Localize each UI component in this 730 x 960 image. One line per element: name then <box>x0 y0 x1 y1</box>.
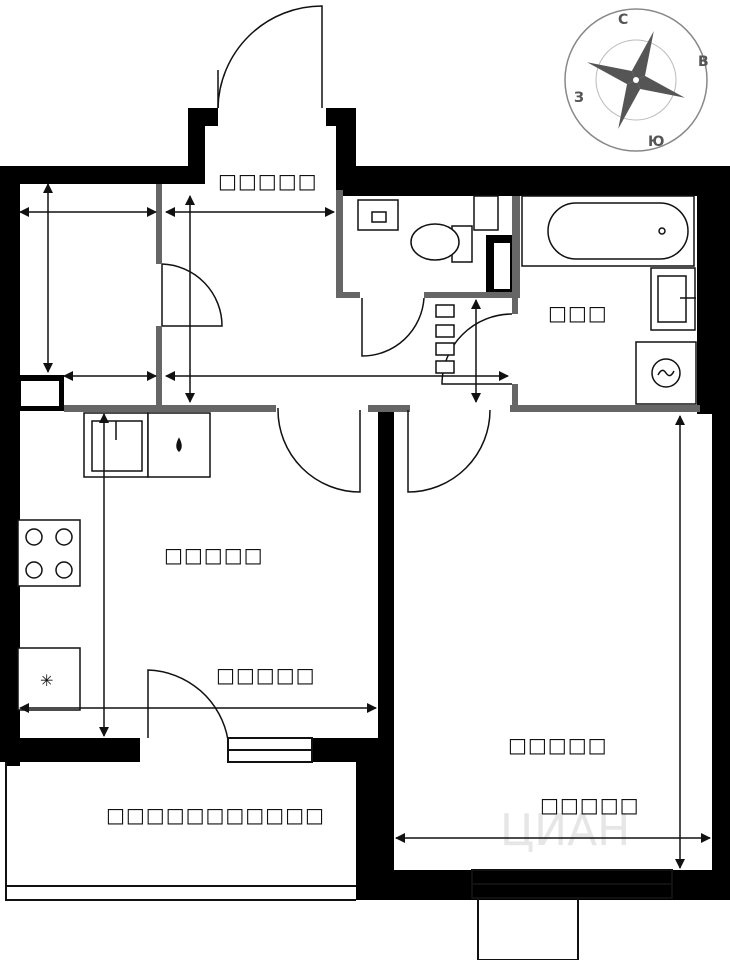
compass-west: З <box>574 90 584 106</box>
kitchen-size-label: □□□□□ <box>216 663 315 687</box>
kitchen-label: □□□□□ <box>164 543 263 567</box>
compass-north: С <box>618 12 628 28</box>
compass-south: Ю <box>648 134 664 150</box>
compass-rose: С В Ю З <box>564 8 709 152</box>
interior-walls <box>64 184 700 412</box>
balcony-label: □□□□□□□□□□□ <box>106 803 325 827</box>
dimension-lines <box>19 183 711 869</box>
fixtures: ✳ <box>17 195 697 711</box>
compass-east: В <box>698 54 709 70</box>
svg-text:✳: ✳ <box>40 671 53 690</box>
balcony-outline <box>5 737 673 960</box>
living-room-label: □□□□□ <box>508 733 607 757</box>
bathroom-label: □□□ <box>548 301 608 325</box>
hall-label: □□□□□ <box>218 169 317 193</box>
living-room-size-label: □□□□□ <box>540 793 639 817</box>
watermark-text: ЦИАН <box>500 805 630 856</box>
